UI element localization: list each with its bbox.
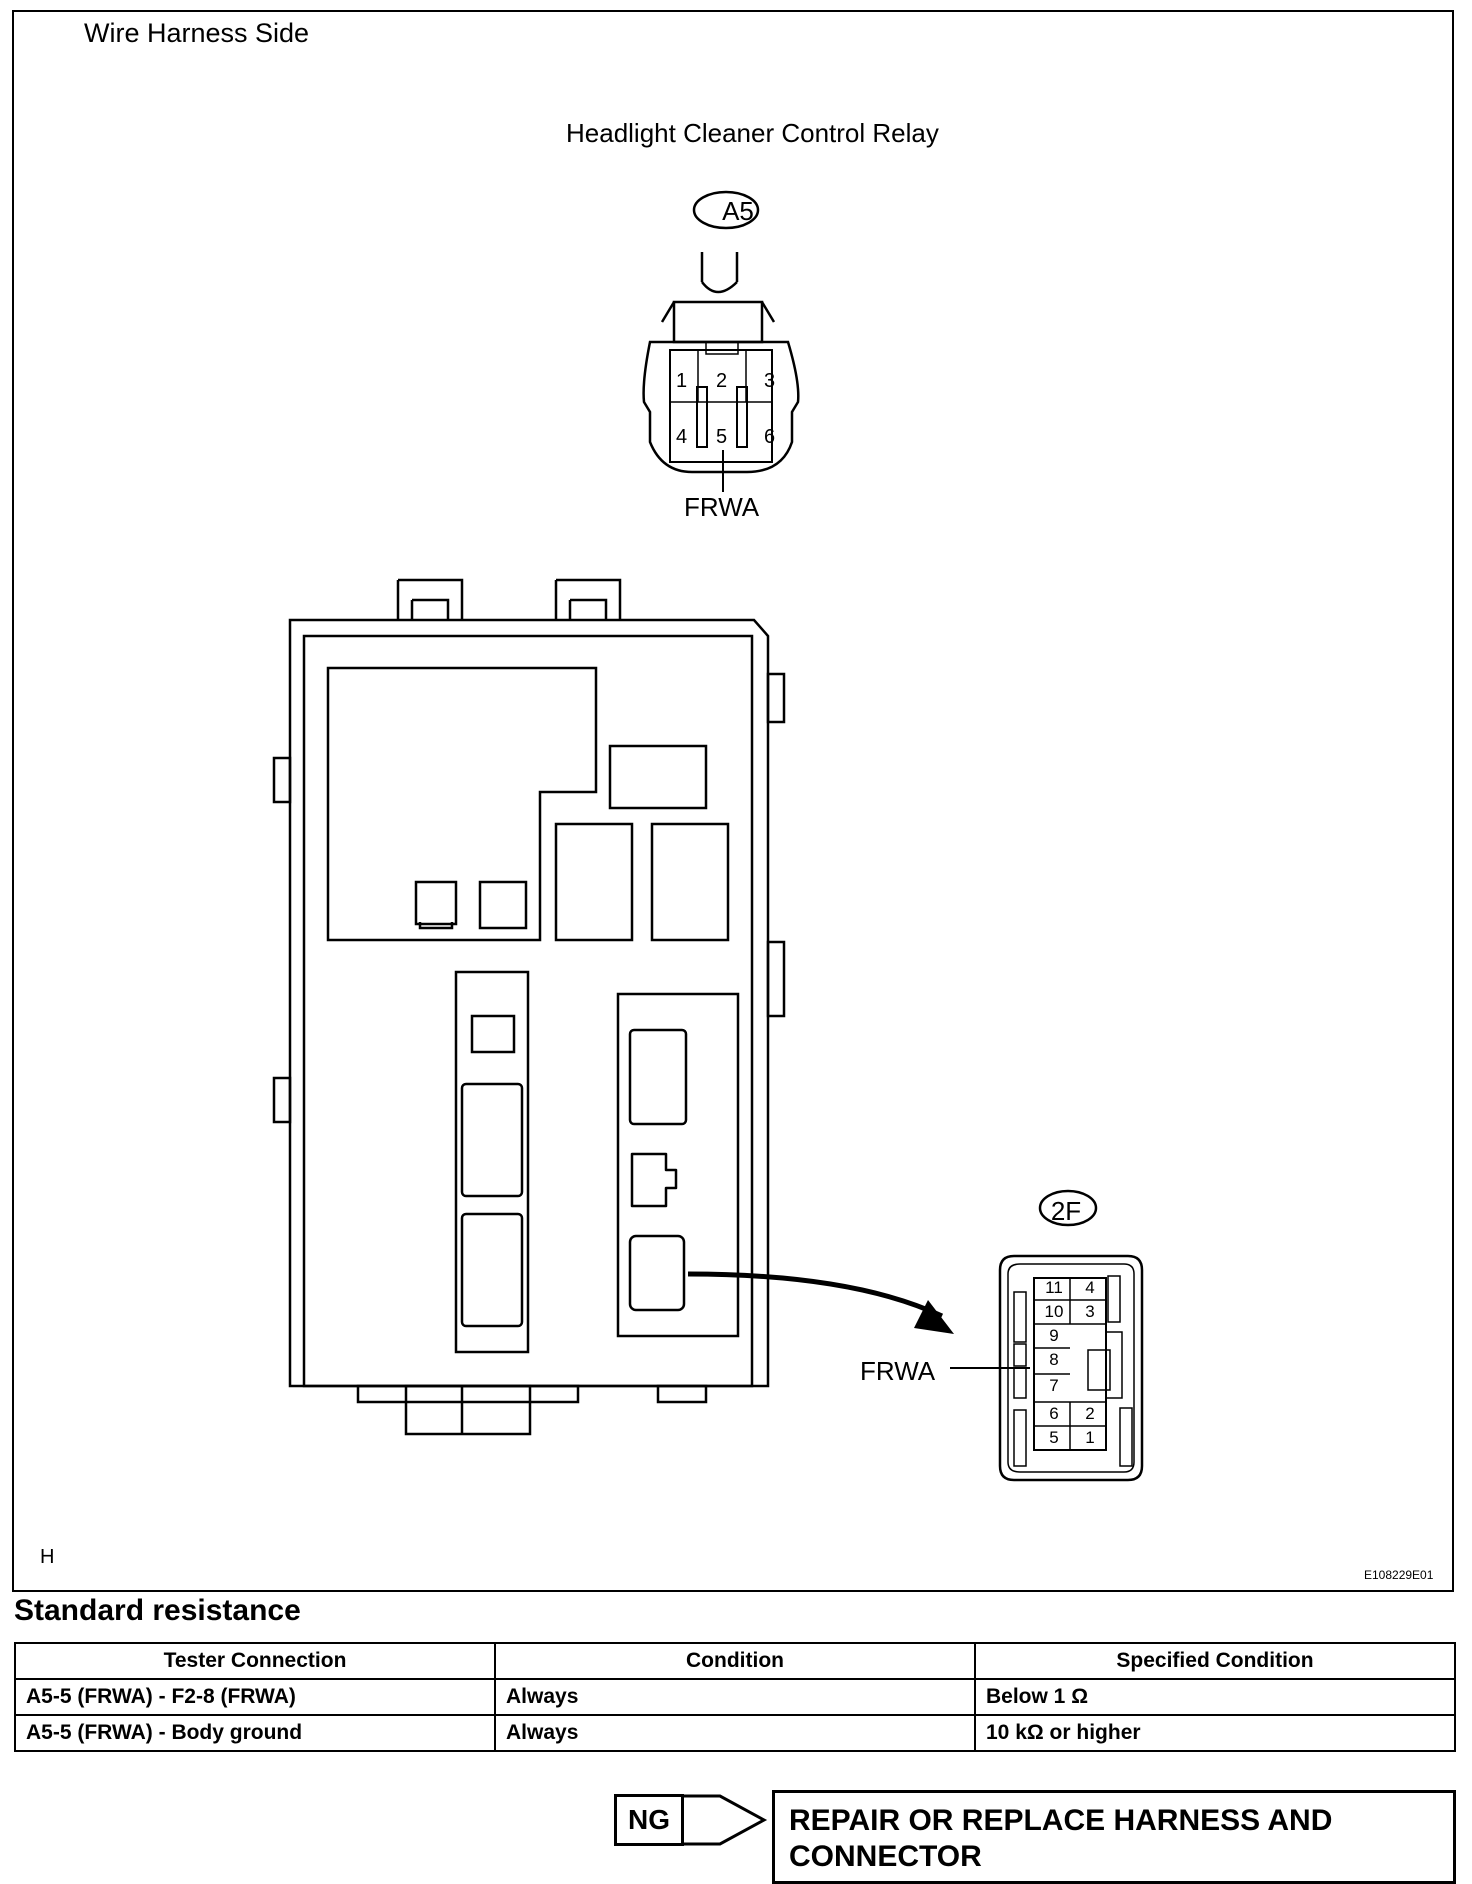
a5-pin-2: 2 <box>716 370 728 392</box>
ng-result-label: NG <box>614 1794 684 1846</box>
a5-pin-6: 6 <box>764 426 776 448</box>
2f-pin-11: 11 <box>1045 1278 1063 1297</box>
a5-pin-3: 3 <box>764 370 776 392</box>
ng-arrow-icon <box>682 1794 768 1846</box>
2f-pin-1: 1 <box>1085 1428 1095 1447</box>
2f-pin-6: 6 <box>1049 1404 1059 1423</box>
a5-pin-1: 1 <box>676 370 688 392</box>
2f-callout <box>1038 1189 1098 1227</box>
table-header-row: Tester Connection Condition Specified Co… <box>14 1642 1456 1680</box>
corner-mark: H <box>40 1546 55 1568</box>
cell-tester-connection: A5-5 (FRWA) - Body ground <box>14 1714 496 1752</box>
diagram-frame: Wire Harness Side Headlight Cleaner Cont… <box>12 10 1454 1592</box>
wiring-diagram <box>272 190 1144 1482</box>
2f-wire-label: FRWA <box>860 1356 936 1386</box>
header-tester-connection: Tester Connection <box>14 1642 496 1680</box>
a5-pin-5: 5 <box>716 426 728 448</box>
a5-connector-drawing <box>642 252 800 492</box>
cell-specified-condition: Below 1 Ω <box>974 1678 1456 1716</box>
resistance-table: Tester Connection Condition Specified Co… <box>14 1642 1456 1752</box>
view-label: Wire Harness Side <box>84 18 310 48</box>
2f-connector-id: 2F <box>1050 1196 1082 1226</box>
header-condition: Condition <box>494 1642 976 1680</box>
a5-connector-id: A5 <box>722 196 754 226</box>
2f-pin-10: 10 <box>1044 1302 1064 1321</box>
cell-condition: Always <box>494 1714 976 1752</box>
junction-block-drawing <box>272 578 786 1436</box>
2f-pin-4: 4 <box>1085 1278 1095 1297</box>
figure-code: E108229E01 <box>1364 1568 1434 1582</box>
2f-pin-2: 2 <box>1085 1404 1095 1423</box>
pointer-arrow <box>687 1271 944 1319</box>
2f-pin-7: 7 <box>1049 1376 1059 1395</box>
standard-resistance-title: Standard resistance <box>14 1594 301 1627</box>
relay-title: Headlight Cleaner Control Relay <box>566 118 939 148</box>
action-line-1: REPAIR OR REPLACE HARNESS AND <box>789 1804 1333 1837</box>
a5-pin-4: 4 <box>676 426 688 448</box>
2f-pin-5: 5 <box>1049 1428 1059 1447</box>
2f-pin-3: 3 <box>1085 1302 1095 1321</box>
table-row: A5-5 (FRWA) - Body ground Always 10 kΩ o… <box>14 1714 1456 1752</box>
cell-condition: Always <box>494 1678 976 1716</box>
2f-pin-9: 9 <box>1049 1326 1059 1345</box>
header-specified-condition: Specified Condition <box>974 1642 1456 1680</box>
cell-tester-connection: A5-5 (FRWA) - F2-8 (FRWA) <box>14 1678 496 1716</box>
2f-connector-drawing <box>950 1254 1144 1482</box>
repair-action-box: REPAIR OR REPLACE HARNESS AND CONNECTOR <box>772 1790 1456 1884</box>
a5-callout <box>692 190 760 230</box>
a5-wire-label: FRWA <box>684 492 760 522</box>
2f-pin-8: 8 <box>1049 1350 1059 1369</box>
cell-specified-condition: 10 kΩ or higher <box>974 1714 1456 1752</box>
action-line-2: CONNECTOR <box>789 1840 982 1873</box>
table-row: A5-5 (FRWA) - F2-8 (FRWA) Always Below 1… <box>14 1678 1456 1716</box>
